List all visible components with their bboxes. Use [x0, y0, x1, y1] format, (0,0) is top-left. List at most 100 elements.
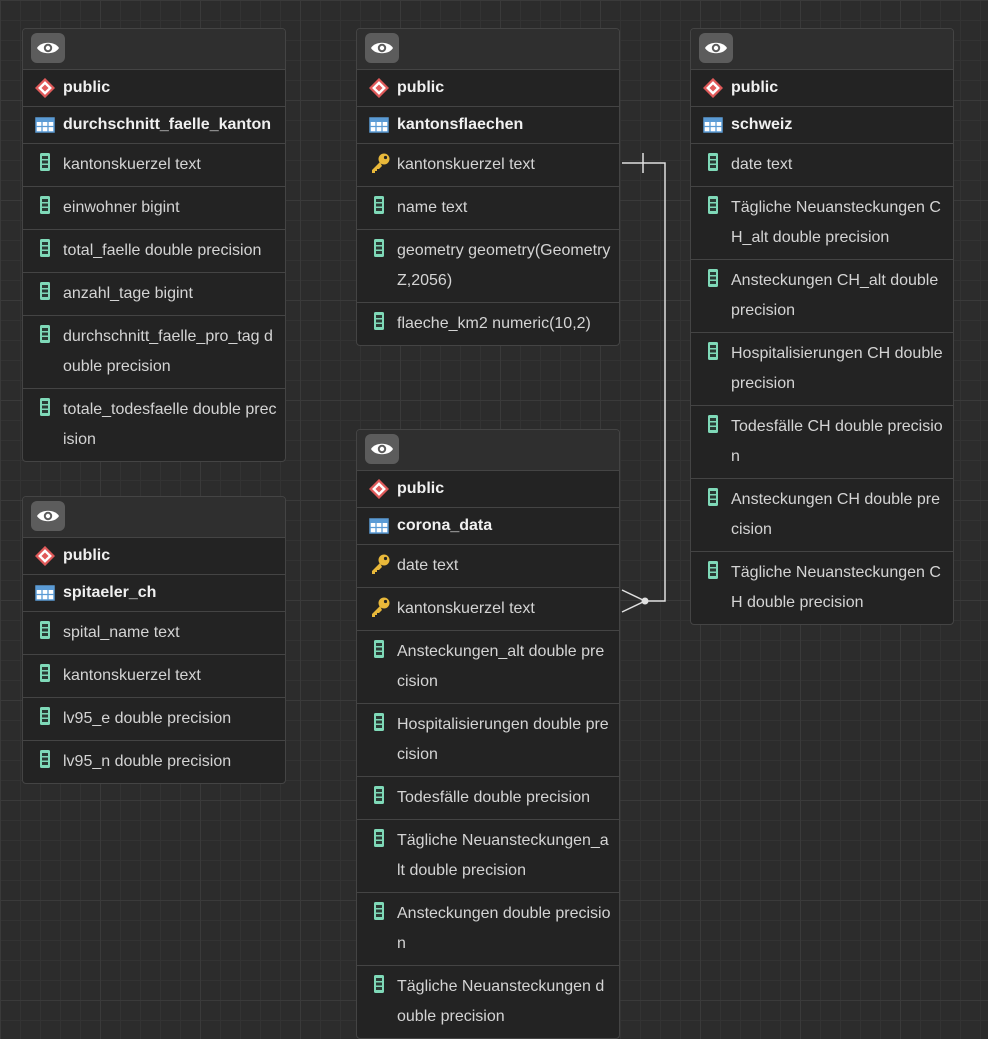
column-icon — [35, 397, 55, 417]
column-row[interactable]: Todesfälle double precision — [357, 777, 619, 820]
table-name-row[interactable]: kantonsflaechen — [357, 107, 619, 144]
column-row[interactable]: date text — [357, 545, 619, 588]
column-row[interactable]: kantonskuerzel text — [23, 655, 285, 698]
schema-icon — [368, 478, 390, 500]
eye-icon[interactable] — [365, 33, 399, 63]
schema-icon — [34, 77, 56, 99]
column-icon — [369, 639, 389, 659]
column-row[interactable]: anzahl_tage bigint — [23, 273, 285, 316]
eye-icon[interactable] — [699, 33, 733, 63]
column-row[interactable]: Ansteckungen_alt double precision — [357, 631, 619, 704]
column-row-label: Tägliche Neuansteckungen CH double preci… — [731, 564, 941, 611]
eye-icon[interactable] — [31, 33, 65, 63]
column-row[interactable]: total_faelle double precision — [23, 230, 285, 273]
column-row-label: date text — [397, 557, 459, 574]
column-icon — [35, 281, 55, 301]
table-icon — [35, 583, 55, 603]
column-icon — [703, 341, 723, 361]
table-icon — [703, 115, 723, 135]
column-row[interactable]: Hospitalisierungen double precision — [357, 704, 619, 777]
table-name-row[interactable]: schweiz — [691, 107, 953, 144]
column-row[interactable]: Ansteckungen CH_alt double precision — [691, 260, 953, 333]
column-icon — [369, 828, 389, 848]
column-row-label: flaeche_km2 numeric(10,2) — [397, 315, 591, 332]
schema-icon — [34, 545, 56, 567]
column-icon — [369, 195, 389, 215]
column-row[interactable]: geometry geometry(GeometryZ,2056) — [357, 230, 619, 303]
column-row[interactable]: einwohner bigint — [23, 187, 285, 230]
column-row[interactable]: Hospitalisierungen CH double precision — [691, 333, 953, 406]
table-header[interactable] — [357, 430, 619, 471]
column-row-label: Ansteckungen CH double precision — [731, 491, 941, 538]
eye-icon[interactable] — [365, 434, 399, 464]
table-name-row-label: schweiz — [731, 116, 793, 133]
column-row-label: anzahl_tage bigint — [63, 285, 193, 302]
column-row[interactable]: name text — [357, 187, 619, 230]
column-row[interactable]: totale_todesfaelle double precision — [23, 389, 285, 461]
schema-row[interactable]: public — [23, 70, 285, 107]
column-row[interactable]: Tägliche Neuansteckungen CH double preci… — [691, 552, 953, 624]
column-row[interactable]: Tägliche Neuansteckungen double precisio… — [357, 966, 619, 1038]
column-row[interactable]: Todesfälle CH double precision — [691, 406, 953, 479]
column-icon — [35, 324, 55, 344]
table-name-row-label: kantonsflaechen — [397, 116, 524, 133]
column-row[interactable]: Tägliche Neuansteckungen_alt double prec… — [357, 820, 619, 893]
column-row-label: lv95_n double precision — [63, 753, 232, 770]
column-row[interactable]: kantonskuerzel text — [23, 144, 285, 187]
column-row-label: Tägliche Neuansteckungen double precisio… — [397, 978, 605, 1025]
column-icon — [35, 663, 55, 683]
column-row[interactable]: kantonskuerzel text — [357, 588, 619, 631]
table-name-row-label: spitaeler_ch — [63, 584, 157, 601]
column-row[interactable]: Ansteckungen CH double precision — [691, 479, 953, 552]
table-name-row[interactable]: durchschnitt_faelle_kanton — [23, 107, 285, 144]
table-kantonsflaechen[interactable]: public kantonsflaechen kantonskuerzel text… — [356, 28, 620, 346]
schema-row[interactable]: public — [357, 471, 619, 508]
column-row-label: Ansteckungen CH_alt double precision — [731, 272, 939, 319]
column-row[interactable]: durchschnitt_faelle_pro_tag double preci… — [23, 316, 285, 389]
column-icon — [703, 560, 723, 580]
column-row[interactable]: date text — [691, 144, 953, 187]
column-row-label: date text — [731, 156, 793, 173]
table-header[interactable] — [691, 29, 953, 70]
table-durchschnitt_faelle_kanton[interactable]: public durchschnitt_faelle_kanton kantonsk… — [22, 28, 286, 462]
column-icon — [369, 901, 389, 921]
column-row-label: Hospitalisierungen double precision — [397, 716, 609, 763]
eye-icon[interactable] — [31, 501, 65, 531]
column-row[interactable]: flaeche_km2 numeric(10,2) — [357, 303, 619, 345]
table-name-row-label: durchschnitt_faelle_kanton — [63, 116, 272, 133]
column-row-label: Ansteckungen_alt double precision — [397, 643, 605, 690]
schema-row-label: public — [63, 547, 111, 564]
key-icon — [369, 152, 390, 173]
table-name-row[interactable]: corona_data — [357, 508, 619, 545]
column-row-label: name text — [397, 199, 468, 216]
column-icon — [369, 974, 389, 994]
column-icon — [35, 152, 55, 172]
column-row[interactable]: kantonskuerzel text — [357, 144, 619, 187]
column-icon — [703, 414, 723, 434]
column-row[interactable]: Tägliche Neuansteckungen CH_alt double p… — [691, 187, 953, 260]
column-row-label: Tägliche Neuansteckungen CH_alt double p… — [731, 199, 941, 246]
column-row-label: Tägliche Neuansteckungen_alt double prec… — [397, 832, 609, 879]
column-row-label: einwohner bigint — [63, 199, 180, 216]
schema-row[interactable]: public — [23, 538, 285, 575]
table-header[interactable] — [357, 29, 619, 70]
table-icon — [35, 115, 55, 135]
column-row[interactable]: lv95_n double precision — [23, 741, 285, 783]
schema-row[interactable]: public — [691, 70, 953, 107]
column-icon — [369, 712, 389, 732]
table-header[interactable] — [23, 497, 285, 538]
column-row[interactable]: lv95_e double precision — [23, 698, 285, 741]
schema-icon — [702, 77, 724, 99]
column-icon — [35, 706, 55, 726]
table-header[interactable] — [23, 29, 285, 70]
column-row[interactable]: Ansteckungen double precision — [357, 893, 619, 966]
column-row[interactable]: spital_name text — [23, 612, 285, 655]
column-row-label: total_faelle double precision — [63, 242, 262, 259]
column-row-label: kantonskuerzel text — [63, 156, 201, 173]
schema-row[interactable]: public — [357, 70, 619, 107]
column-row-label: Todesfälle CH double precision — [731, 418, 943, 465]
table-name-row[interactable]: spitaeler_ch — [23, 575, 285, 612]
